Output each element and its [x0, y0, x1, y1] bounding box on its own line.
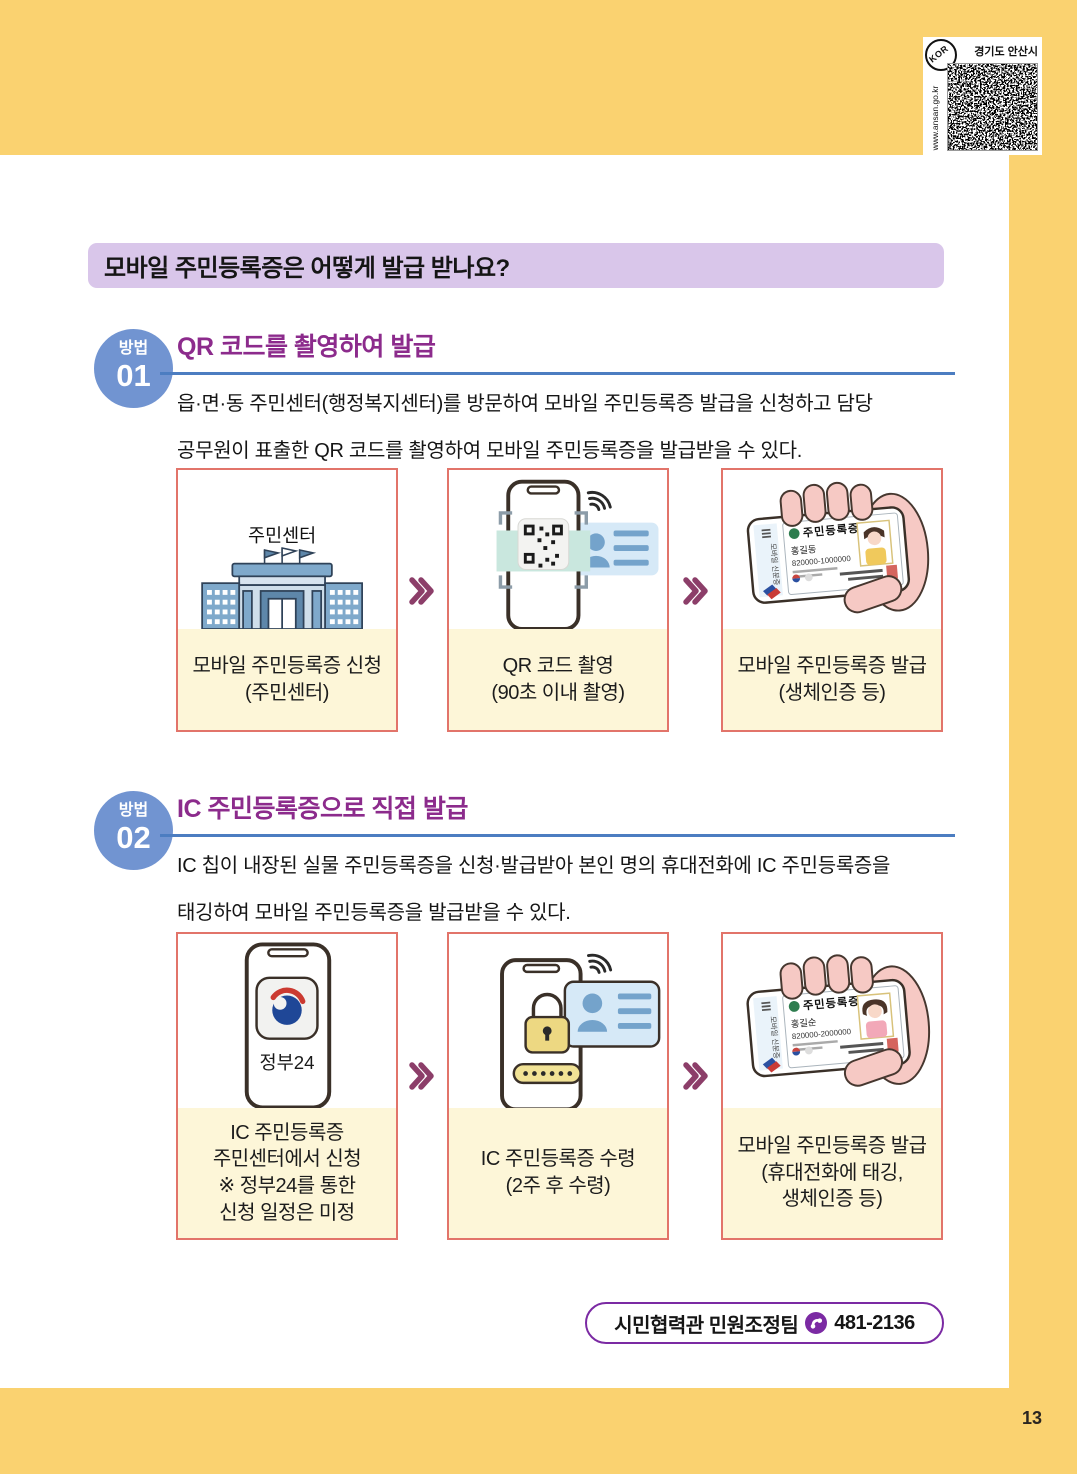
method-2-divider: [160, 834, 955, 837]
id-card: 주민등록증 홍길동 820000-1000000: [782, 512, 904, 596]
hand-phone-id-illustration: 모바일 신분증 주민등록증 홍길순 820000-2000000: [723, 934, 941, 1108]
phone-lock-illustration: [449, 934, 667, 1112]
method-2-body: IC 칩이 내장된 실물 주민등록증을 신청·발급받아 본인 명의 휴대전화에 …: [177, 855, 891, 924]
step-caption: QR 코드 촬영 (90초 이내 촬영): [449, 629, 667, 730]
step-card: QR 코드 촬영 (90초 이내 촬영): [447, 468, 669, 732]
flags-decoration: [263, 547, 317, 565]
step-caption: IC 주민등록증 주민센터에서 신청 ※ 정부24를 통한 신청 일정은 미정: [178, 1108, 396, 1238]
hand-fingers: [779, 954, 904, 1087]
method-1-divider: [160, 372, 955, 375]
signal-waves-icon: [586, 490, 612, 512]
signal-waves-icon: [587, 953, 613, 974]
method-1-body: 읍·면·동 주민센터(행정복지센터)를 방문하여 모바일 주민등록증 발급을 신…: [177, 393, 873, 462]
hand-fingers: [779, 481, 903, 614]
screen-side-label: 모바일 신분증: [769, 543, 782, 586]
corner-stamp: 경기도 안산시 KOR www.ansan.go.kr: [923, 37, 1042, 155]
double-chevron-icon: [683, 1062, 708, 1090]
page-title: 모바일 주민등록증은 어떻게 발급 받나요?: [104, 255, 510, 282]
method-1-badge: 방법 01: [94, 329, 173, 408]
phone-notch: [522, 963, 561, 974]
step-card: IC 주민등록증 수령 (2주 후 수령): [447, 932, 669, 1240]
gov24-app-icon: [255, 976, 319, 1040]
step-card: 정부24 IC 주민등록증 주민센터에서 신청 ※ 정부24를 통한 신청 일정…: [176, 932, 398, 1240]
id-card: [563, 980, 661, 1048]
step-card: 모바일 신분증 주민등록증 홍길동 820000-1000000: [721, 468, 943, 732]
stamp-region-label: 경기도 안산시: [974, 46, 1038, 58]
double-chevron-icon: [409, 1062, 434, 1090]
building-sign-label: 주민센터: [248, 525, 316, 546]
badge-number: 01: [116, 358, 151, 393]
step-caption: 모바일 주민등록증 발급 (생체인증 등): [723, 629, 941, 730]
hand-phone-id-illustration: 모바일 신분증 주민등록증 홍길동 820000-1000000: [723, 470, 941, 629]
flag-chip-icon: [762, 1057, 781, 1073]
contact-team-label: 시민협력관 민원조정팀: [614, 1314, 799, 1337]
barcode-image: [947, 63, 1038, 151]
step-caption: IC 주민등록증 수령 (2주 후 수령): [449, 1108, 667, 1238]
phone-qr-scan-illustration: [449, 470, 667, 631]
community-center-illustration: 주민센터: [178, 470, 396, 630]
double-chevron-icon: [409, 577, 434, 605]
badge-label: 방법: [118, 802, 149, 819]
badge-label: 방법: [118, 340, 149, 357]
flag-chip-icon: [763, 584, 781, 600]
page-title-bar: 모바일 주민등록증은 어떻게 발급 받나요?: [88, 243, 944, 288]
padlock-icon: [524, 992, 571, 1054]
phone-screen-strip: [753, 523, 783, 598]
method-2-title: IC 주민등록증으로 직접 발급: [177, 795, 468, 823]
phone-notch: [526, 485, 561, 495]
contact-phone-number: 481-2136: [834, 1311, 915, 1334]
id-card-title: 주민등록증: [802, 994, 860, 1013]
method-2-badge: 방법 02: [94, 791, 173, 870]
step-caption: 모바일 주민등록증 발급 (휴대전화에 태깅, 생체인증 등): [723, 1108, 941, 1238]
stamp-url-label: www.ansan.go.kr: [930, 85, 940, 151]
gov24-app-label: 정부24: [259, 1052, 314, 1073]
card-person-icon: [582, 530, 649, 568]
gov24-phone-illustration: 정부24: [178, 934, 396, 1110]
phone-notch: [267, 948, 309, 958]
step-caption: 모바일 주민등록증 신청 (주민센터): [178, 629, 396, 730]
id-card: 주민등록증 홍길순 820000-2000000: [782, 985, 905, 1069]
scan-bracket-icon: [498, 511, 588, 589]
double-chevron-icon: [683, 577, 708, 605]
id-card-name: 홍길동: [790, 543, 817, 556]
page-number: 13: [1022, 1408, 1043, 1428]
id-card-name: 홍길순: [790, 1016, 817, 1029]
step-card: 주민센터: [176, 468, 398, 732]
phone-screen-strip: [753, 996, 783, 1071]
screen-side-label: 모바일 신분증: [768, 1016, 781, 1060]
phone-icon: [805, 1312, 828, 1334]
qr-code-icon: [517, 518, 570, 570]
building-windows: [207, 589, 359, 625]
badge-number: 02: [116, 820, 151, 855]
step-card: 모바일 신분증 주민등록증 홍길순 820000-2000000: [721, 932, 943, 1240]
method-1-title: QR 코드를 촬영하여 발급: [177, 333, 436, 361]
menu-icon: [761, 1001, 771, 1012]
contact-pill: 시민협력관 민원조정팀 481-2136: [585, 1302, 944, 1344]
id-card-title: 주민등록증: [802, 521, 859, 540]
building-shape: [201, 562, 363, 630]
password-field: [512, 1062, 582, 1085]
kor-logo: KOR: [925, 39, 957, 71]
menu-icon: [761, 528, 772, 539]
